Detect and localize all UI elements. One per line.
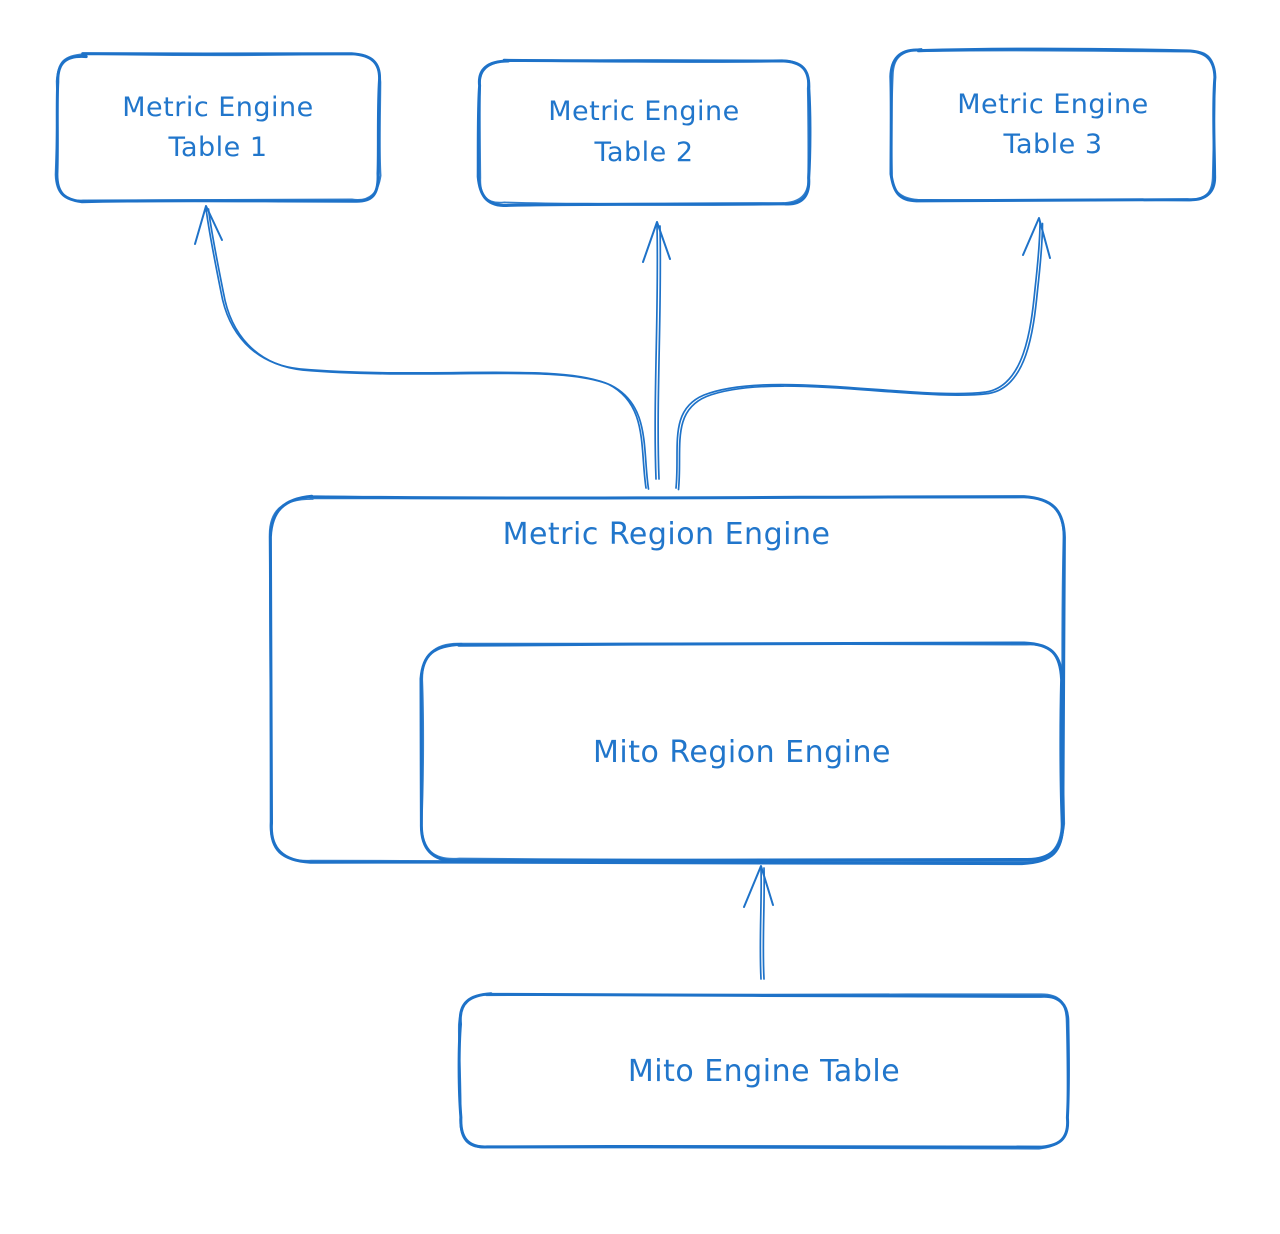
table1-node[interactable]: Metric Engine Table 1 [57,55,379,201]
arrow-mito-table-to-mito-region[interactable] [743,865,774,980]
table1-shape[interactable] [54,52,382,204]
mito-region-engine-node[interactable]: Mito Region Engine [422,644,1062,860]
table1-label: Metric Engine Table 1 [122,91,314,164]
mito-region-engine-label: Mito Region Engine [593,734,891,770]
arrow-region-to-table1[interactable] [194,205,650,490]
arrowhead-table3 [1022,217,1051,259]
arrow-region-to-table2[interactable] [642,221,671,480]
table3-shape[interactable] [889,47,1217,203]
arrowhead-table2 [642,221,671,263]
arrowhead-table1 [194,205,223,245]
table2-label: Metric Engine Table 2 [548,96,740,168]
metric-region-engine-node[interactable]: Metric Region Engine [270,512,1063,562]
arrow-region-to-table3[interactable] [675,217,1051,491]
table2-node[interactable]: Metric Engine Table 2 [479,61,809,204]
mito-engine-table-shape[interactable] [457,992,1070,1150]
table3-label: Metric Engine Table 3 [957,88,1149,161]
arrowhead-mito-region [743,865,774,908]
table3-node[interactable]: Metric Engine Table 3 [892,50,1214,200]
metric-region-engine-shape[interactable] [268,494,1066,866]
mito-engine-table-node[interactable]: Mito Engine Table [460,995,1068,1147]
mito-engine-table-label: Mito Engine Table [627,1053,901,1089]
metric-region-engine-label: Metric Region Engine [502,517,831,552]
table2-shape[interactable] [476,58,812,207]
mito-region-engine-shape[interactable] [419,641,1064,863]
